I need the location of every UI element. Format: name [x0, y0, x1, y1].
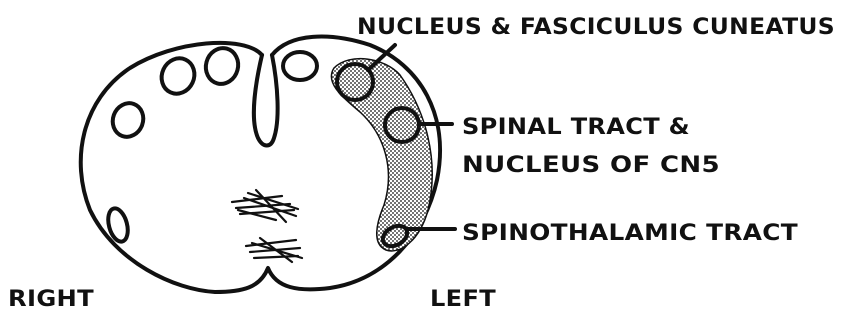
fiber-hatching-lower: [246, 238, 302, 262]
fiber-hatching-upper: [232, 190, 298, 222]
label-spinal-tract-line1: SPINAL TRACT &: [462, 115, 690, 140]
label-left-side: LEFT: [430, 287, 496, 312]
label-spinal-tract-line2: NUCLEUS OF CN5: [462, 153, 720, 178]
label-right-side: RIGHT: [8, 287, 94, 312]
tract-oval-right-1: [108, 99, 148, 141]
label-nucleus-fasciculus-cuneatus: NUCLEUS & FASCICULUS CUNEATUS: [357, 15, 835, 40]
label-spinothalamic-tract: SPINOTHALAMIC TRACT: [462, 221, 798, 246]
tract-oval-right-3: [202, 44, 242, 87]
tract-oval-left-1: [283, 52, 317, 80]
lesion-shaded-region: [331, 59, 432, 251]
tract-oval-right-2: [156, 53, 200, 99]
posterior-median-sulcus: [254, 55, 278, 146]
